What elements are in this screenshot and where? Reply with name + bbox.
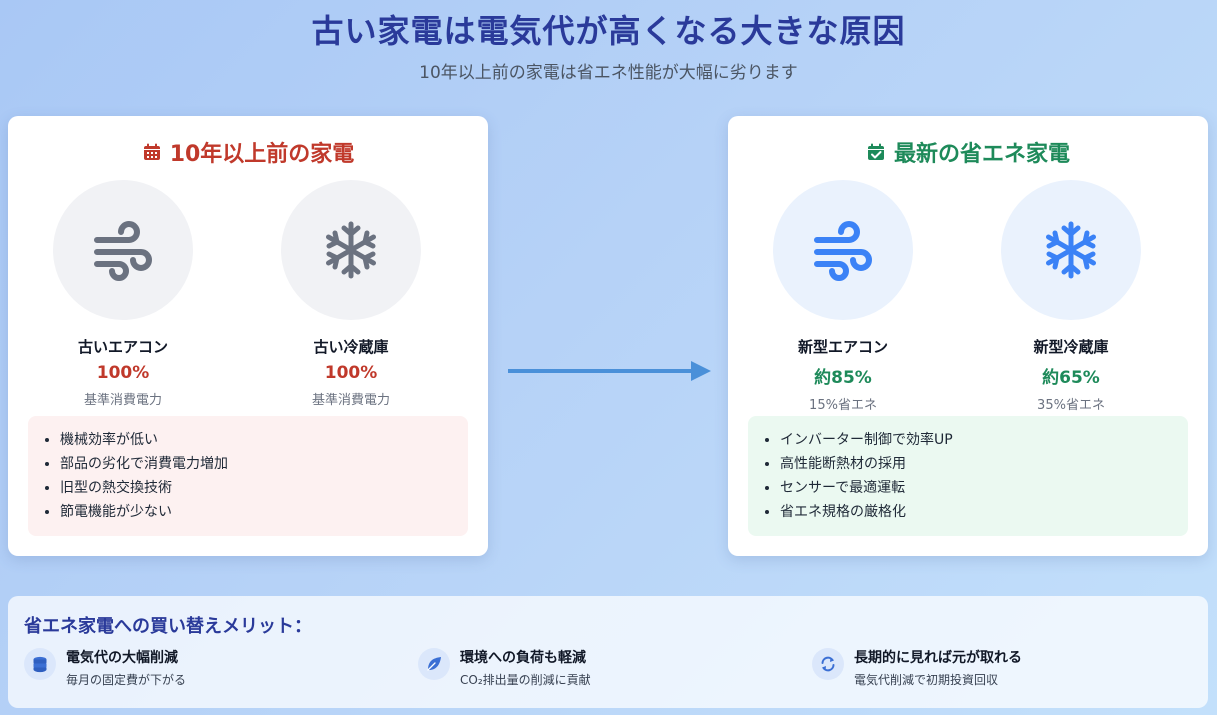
new-aircon-name: 新型エアコン <box>797 338 888 356</box>
page-title: 古い家電は電気代が高くなる大きな原因 <box>311 12 906 50</box>
snowflake-icon <box>326 221 376 279</box>
new-aircon: 新型エアコン 約85% 15%省エネ <box>763 180 923 413</box>
leaf-icon <box>418 648 450 680</box>
new-fridge-value: 約65% <box>1042 368 1100 388</box>
old-aircon-name: 古いエアコン <box>77 338 168 356</box>
merit-desc: CO₂排出量の削減に貢献 <box>460 673 591 687</box>
merit-text: 長期的に見れば元が取れる 電気代削減で初期投資回収 <box>854 648 1022 690</box>
new-card-title-text: 最新の省エネ家電 <box>893 142 1070 167</box>
new-points-list: インバーター制御で効率UP 高性能断熱材の採用 センサーで最適運転 省エネ規格の… <box>748 416 1188 536</box>
old-aircon: 古いエアコン 100% 基準消費電力 <box>43 180 203 408</box>
list-item: 省エネ規格の厳格化 <box>780 500 1174 524</box>
list-item: 機械効率が低い <box>60 428 454 452</box>
new-fridge-name: 新型冷蔵庫 <box>1033 338 1109 356</box>
merit-text: 環境への負荷も軽減 CO₂排出量の削減に貢献 <box>460 648 591 690</box>
page-subtitle: 10年以上前の家電は省エネ性能が大幅に劣ります <box>419 63 798 83</box>
list-item: 節電機能が少ない <box>60 500 454 524</box>
list-item: センサーで最適運転 <box>780 476 1174 500</box>
calendar-check-icon <box>867 143 884 160</box>
old-fridge-name: 古い冷蔵庫 <box>313 338 389 356</box>
merits-panel: 省エネ家電への買い替えメリット： 電気代の大幅削減 毎月の固定費が下がる <box>8 596 1208 708</box>
new-card-title: 最新の省エネ家電 <box>728 136 1208 168</box>
merit-item-environment: 環境への負荷も軽減 CO₂排出量の削減に貢献 <box>418 648 591 690</box>
merit-text: 電気代の大幅削減 毎月の固定費が下がる <box>66 648 186 690</box>
new-aircon-value: 約85% <box>814 368 872 388</box>
merit-desc: 毎月の固定費が下がる <box>66 673 187 687</box>
coins-icon <box>24 648 56 680</box>
old-appliances-card: 10年以上前の家電 古いエアコン 100% 基準消費電力 <box>8 116 488 556</box>
merit-desc: 電気代削減で初期投資回収 <box>854 673 999 687</box>
old-aircon-value: 100% <box>96 363 150 383</box>
old-aircon-circle <box>53 180 193 320</box>
snowflake-icon <box>1046 221 1096 279</box>
old-fridge-note: 基準消費電力 <box>311 393 390 408</box>
old-card-title: 10年以上前の家電 <box>8 136 488 168</box>
new-appliances-card: 最新の省エネ家電 新型エアコン 約85% 15%省エネ <box>728 116 1208 556</box>
list-item: インバーター制御で効率UP <box>780 428 1174 452</box>
old-aircon-note: 基準消費電力 <box>83 393 162 408</box>
new-fridge-circle <box>1001 180 1141 320</box>
new-aircon-note: 15%省エネ <box>809 398 877 413</box>
old-fridge-circle <box>281 180 421 320</box>
old-fridge: 古い冷蔵庫 100% 基準消費電力 <box>271 180 431 408</box>
new-fridge: 新型冷蔵庫 約65% 35%省エネ <box>991 180 1151 413</box>
wind-icon <box>94 221 152 281</box>
merit-head: 長期的に見れば元が取れる <box>854 650 1022 666</box>
merit-head: 環境への負荷も軽減 <box>460 650 586 666</box>
merits-title: 省エネ家電への買い替えメリット： <box>24 616 312 637</box>
list-item: 旧型の熱交換技術 <box>60 476 454 500</box>
wind-icon <box>814 221 872 281</box>
merit-item-payback: 長期的に見れば元が取れる 電気代削減で初期投資回収 <box>812 648 1022 690</box>
arrow-right-icon <box>508 361 711 381</box>
recycle-icon <box>812 648 844 680</box>
old-fridge-value: 100% <box>324 363 378 383</box>
merit-head: 電気代の大幅削減 <box>66 650 178 666</box>
merit-item-cost: 電気代の大幅削減 毎月の固定費が下がる <box>24 648 186 690</box>
old-card-title-text: 10年以上前の家電 <box>169 142 355 167</box>
list-item: 部品の劣化で消費電力増加 <box>60 452 454 476</box>
new-aircon-circle <box>773 180 913 320</box>
list-item: 高性能断熱材の採用 <box>780 452 1174 476</box>
old-points-list: 機械効率が低い 部品の劣化で消費電力増加 旧型の熱交換技術 節電機能が少ない <box>28 416 468 536</box>
calendar-icon <box>143 143 160 160</box>
new-fridge-note: 35%省エネ <box>1037 398 1105 413</box>
